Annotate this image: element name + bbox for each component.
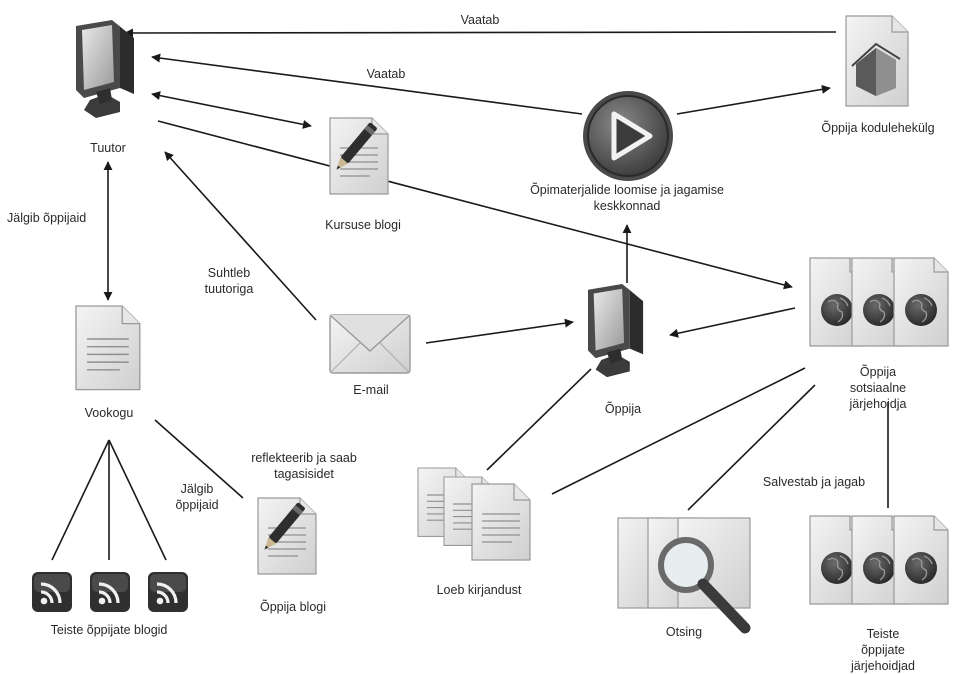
node-label-loeb-kirjandust: Loeb kirjandust [436, 583, 522, 597]
oppija-monitor-icon [588, 284, 644, 378]
edge-label-vaatab-mid: Vaatab [366, 67, 406, 81]
teiste-jarjehoidjad-globe-pages-icon [809, 515, 949, 605]
loeb-kirjandust-document-stack-icon [417, 467, 531, 561]
edge-label-salvestab-ja-jagab: Salvestab ja jagab [762, 475, 866, 489]
edge-label-suhtleb-tuutoriga: Suhtleb tuutoriga [204, 266, 254, 296]
node-label-teiste-jarjehoidjad: Teiste õppijate järjehoidjad [851, 627, 915, 673]
edge-sotsiaalne-otsing [687, 384, 816, 511]
edge-keskkonnad-to-kodulehekulg [676, 84, 831, 115]
edge-label-jalgib-oppijaid: Jälgib õppijaid [7, 211, 87, 225]
edge-email-to-tuutor [164, 151, 317, 321]
edge-tuutor-kursuse-blogi [151, 91, 312, 129]
oppija-blogi-document-pen-icon [258, 498, 316, 574]
email-envelope-icon [329, 314, 411, 374]
edge-kodulehekulg-to-tuutor [124, 28, 837, 38]
edge-label-jalgib-oppijaid-small: Jälgib õppijaid [175, 482, 219, 512]
node-label-otsing: Otsing [665, 625, 703, 639]
edge-vookogu-blog1 [51, 439, 110, 561]
edge-keskkonnad-to-tuutor [151, 53, 583, 115]
edge-vookogu-oppija-blogi [154, 419, 244, 499]
rss-icon-3 [146, 570, 190, 614]
node-label-teiste-blogid: Teiste õppijate blogid [50, 623, 168, 637]
kursuse-blogi-document-pen-icon [330, 118, 388, 194]
edge-sotsiaalne-loeb [551, 367, 806, 495]
node-label-kodulehekulg: Õppija kodulehekülg [821, 121, 935, 135]
node-label-vookogu: Vookogu [84, 406, 134, 420]
node-label-keskkonnad: Õpimaterjalide loomise ja jagamise keskk… [530, 183, 724, 213]
keskkonnad-play-button-icon [583, 91, 673, 181]
node-label-oppija: Õppija [604, 402, 642, 416]
vookogu-document-icon [75, 305, 141, 391]
node-label-email: E-mail [353, 383, 389, 397]
edges [51, 28, 889, 561]
edge-sotsiaalne-to-oppija [669, 307, 796, 338]
edge-tuutor-to-sotsiaalne [157, 120, 793, 290]
rss-icon-1 [30, 570, 74, 614]
node-label-oppija-blogi: Õppija blogi [259, 600, 327, 614]
node-label-sotsiaalne-jarjehoidja: Õppija sotsiaalne järjehoidja [849, 365, 907, 411]
edge-email-to-oppija [425, 318, 574, 344]
edge-label-reflekteerib: reflekteerib ja saab tagasisidet [251, 451, 357, 481]
node-label-tuutor: Tuutor [90, 141, 126, 155]
sotsiaalne-jarjehoidja-globe-pages-icon [809, 257, 949, 347]
edge-vookogu-blog3 [108, 439, 167, 561]
tuutor-monitor-icon [76, 20, 134, 118]
otsing-magnifier-pages-icon [617, 517, 751, 634]
node-label-kursuse-blogi: Kursuse blogi [325, 218, 401, 232]
diagram-canvas [30, 15, 949, 634]
kodulehekulg-home-page-icon [845, 15, 909, 107]
edge-oppija-loeb [486, 368, 592, 471]
edge-label-vaatab-top: Vaatab [460, 13, 500, 27]
rss-icon-2 [88, 570, 132, 614]
